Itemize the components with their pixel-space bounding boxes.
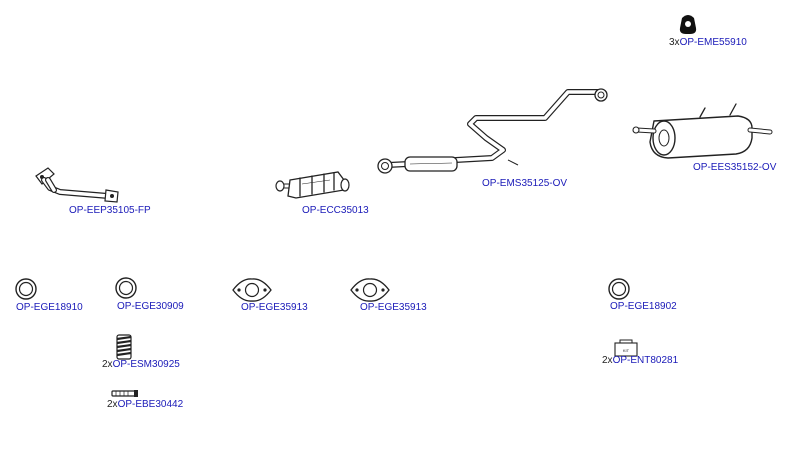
part-number-link[interactable]: OP-EES35152-OV	[693, 162, 777, 173]
part-number-link[interactable]: OP-EGE18902	[610, 301, 677, 312]
quantity: 3x	[669, 37, 680, 48]
part-label-gasket-ring-1: OP-EGE18910	[16, 302, 83, 314]
part-number-link[interactable]: OP-ECC35013	[302, 205, 369, 216]
part-number-link[interactable]: OP-EGE35913	[360, 302, 427, 313]
part-number-link[interactable]: OP-EGE35913	[241, 302, 308, 313]
part-label-gasket-ring-2: OP-EGE30909	[117, 301, 184, 313]
part-number-link[interactable]: OP-ENT80281	[612, 355, 679, 366]
part-label-mounting: 3xOP-EME55910	[669, 37, 747, 49]
front-pipe-icon[interactable]	[35, 167, 119, 203]
part-label-gasket-oval-1: OP-EGE35913	[241, 302, 308, 314]
part-number-link[interactable]: OP-EGE18910	[16, 302, 83, 313]
quantity: 2x	[107, 399, 118, 410]
part-number-link[interactable]: OP-EBE30442	[117, 399, 184, 410]
part-label-catalyst: OP-ECC35013	[302, 205, 369, 217]
part-label-rear-silencer: OP-EES35152-OV	[693, 162, 776, 174]
sealing-ring-icon[interactable]	[608, 278, 630, 300]
part-number-link[interactable]: OP-EGE30909	[117, 301, 184, 312]
part-label-gasket-ring-3: OP-EGE18902	[610, 301, 677, 313]
part-label-mount-kit: 2xOP-ENT80281	[602, 355, 678, 367]
bolt-icon[interactable]	[111, 390, 138, 397]
quantity: 2x	[102, 359, 113, 370]
flange-gasket-icon[interactable]	[232, 278, 272, 302]
part-number-link[interactable]: OP-EME55910	[679, 37, 747, 48]
middle-silencer-pipe-icon[interactable]	[377, 88, 608, 174]
part-label-spring: 2xOP-ESM30925	[102, 359, 180, 371]
mounting-kit-icon[interactable]: KIT	[614, 339, 638, 357]
part-label-front-pipe: OP-EEP35105-FP	[69, 205, 151, 217]
sealing-ring-icon[interactable]	[115, 277, 137, 299]
spring-icon[interactable]	[116, 334, 132, 360]
svg-text:KIT: KIT	[623, 348, 630, 353]
part-label-bolt: 2xOP-EBE30442	[107, 399, 183, 411]
rear-silencer-icon[interactable]	[632, 103, 773, 159]
part-number-link[interactable]: OP-EEP35105-FP	[69, 205, 151, 216]
quantity: 2x	[602, 355, 613, 366]
part-number-link[interactable]: OP-ESM30925	[112, 359, 180, 370]
catalytic-converter-icon[interactable]	[275, 171, 350, 199]
part-number-link[interactable]: OP-EMS35125-OV	[482, 178, 568, 189]
sealing-ring-icon[interactable]	[15, 278, 37, 300]
rubber-mounting-icon[interactable]	[679, 15, 697, 34]
flange-gasket-icon[interactable]	[350, 278, 390, 302]
part-label-gasket-oval-2: OP-EGE35913	[360, 302, 427, 314]
part-label-center-pipe: OP-EMS35125-OV	[482, 178, 567, 190]
